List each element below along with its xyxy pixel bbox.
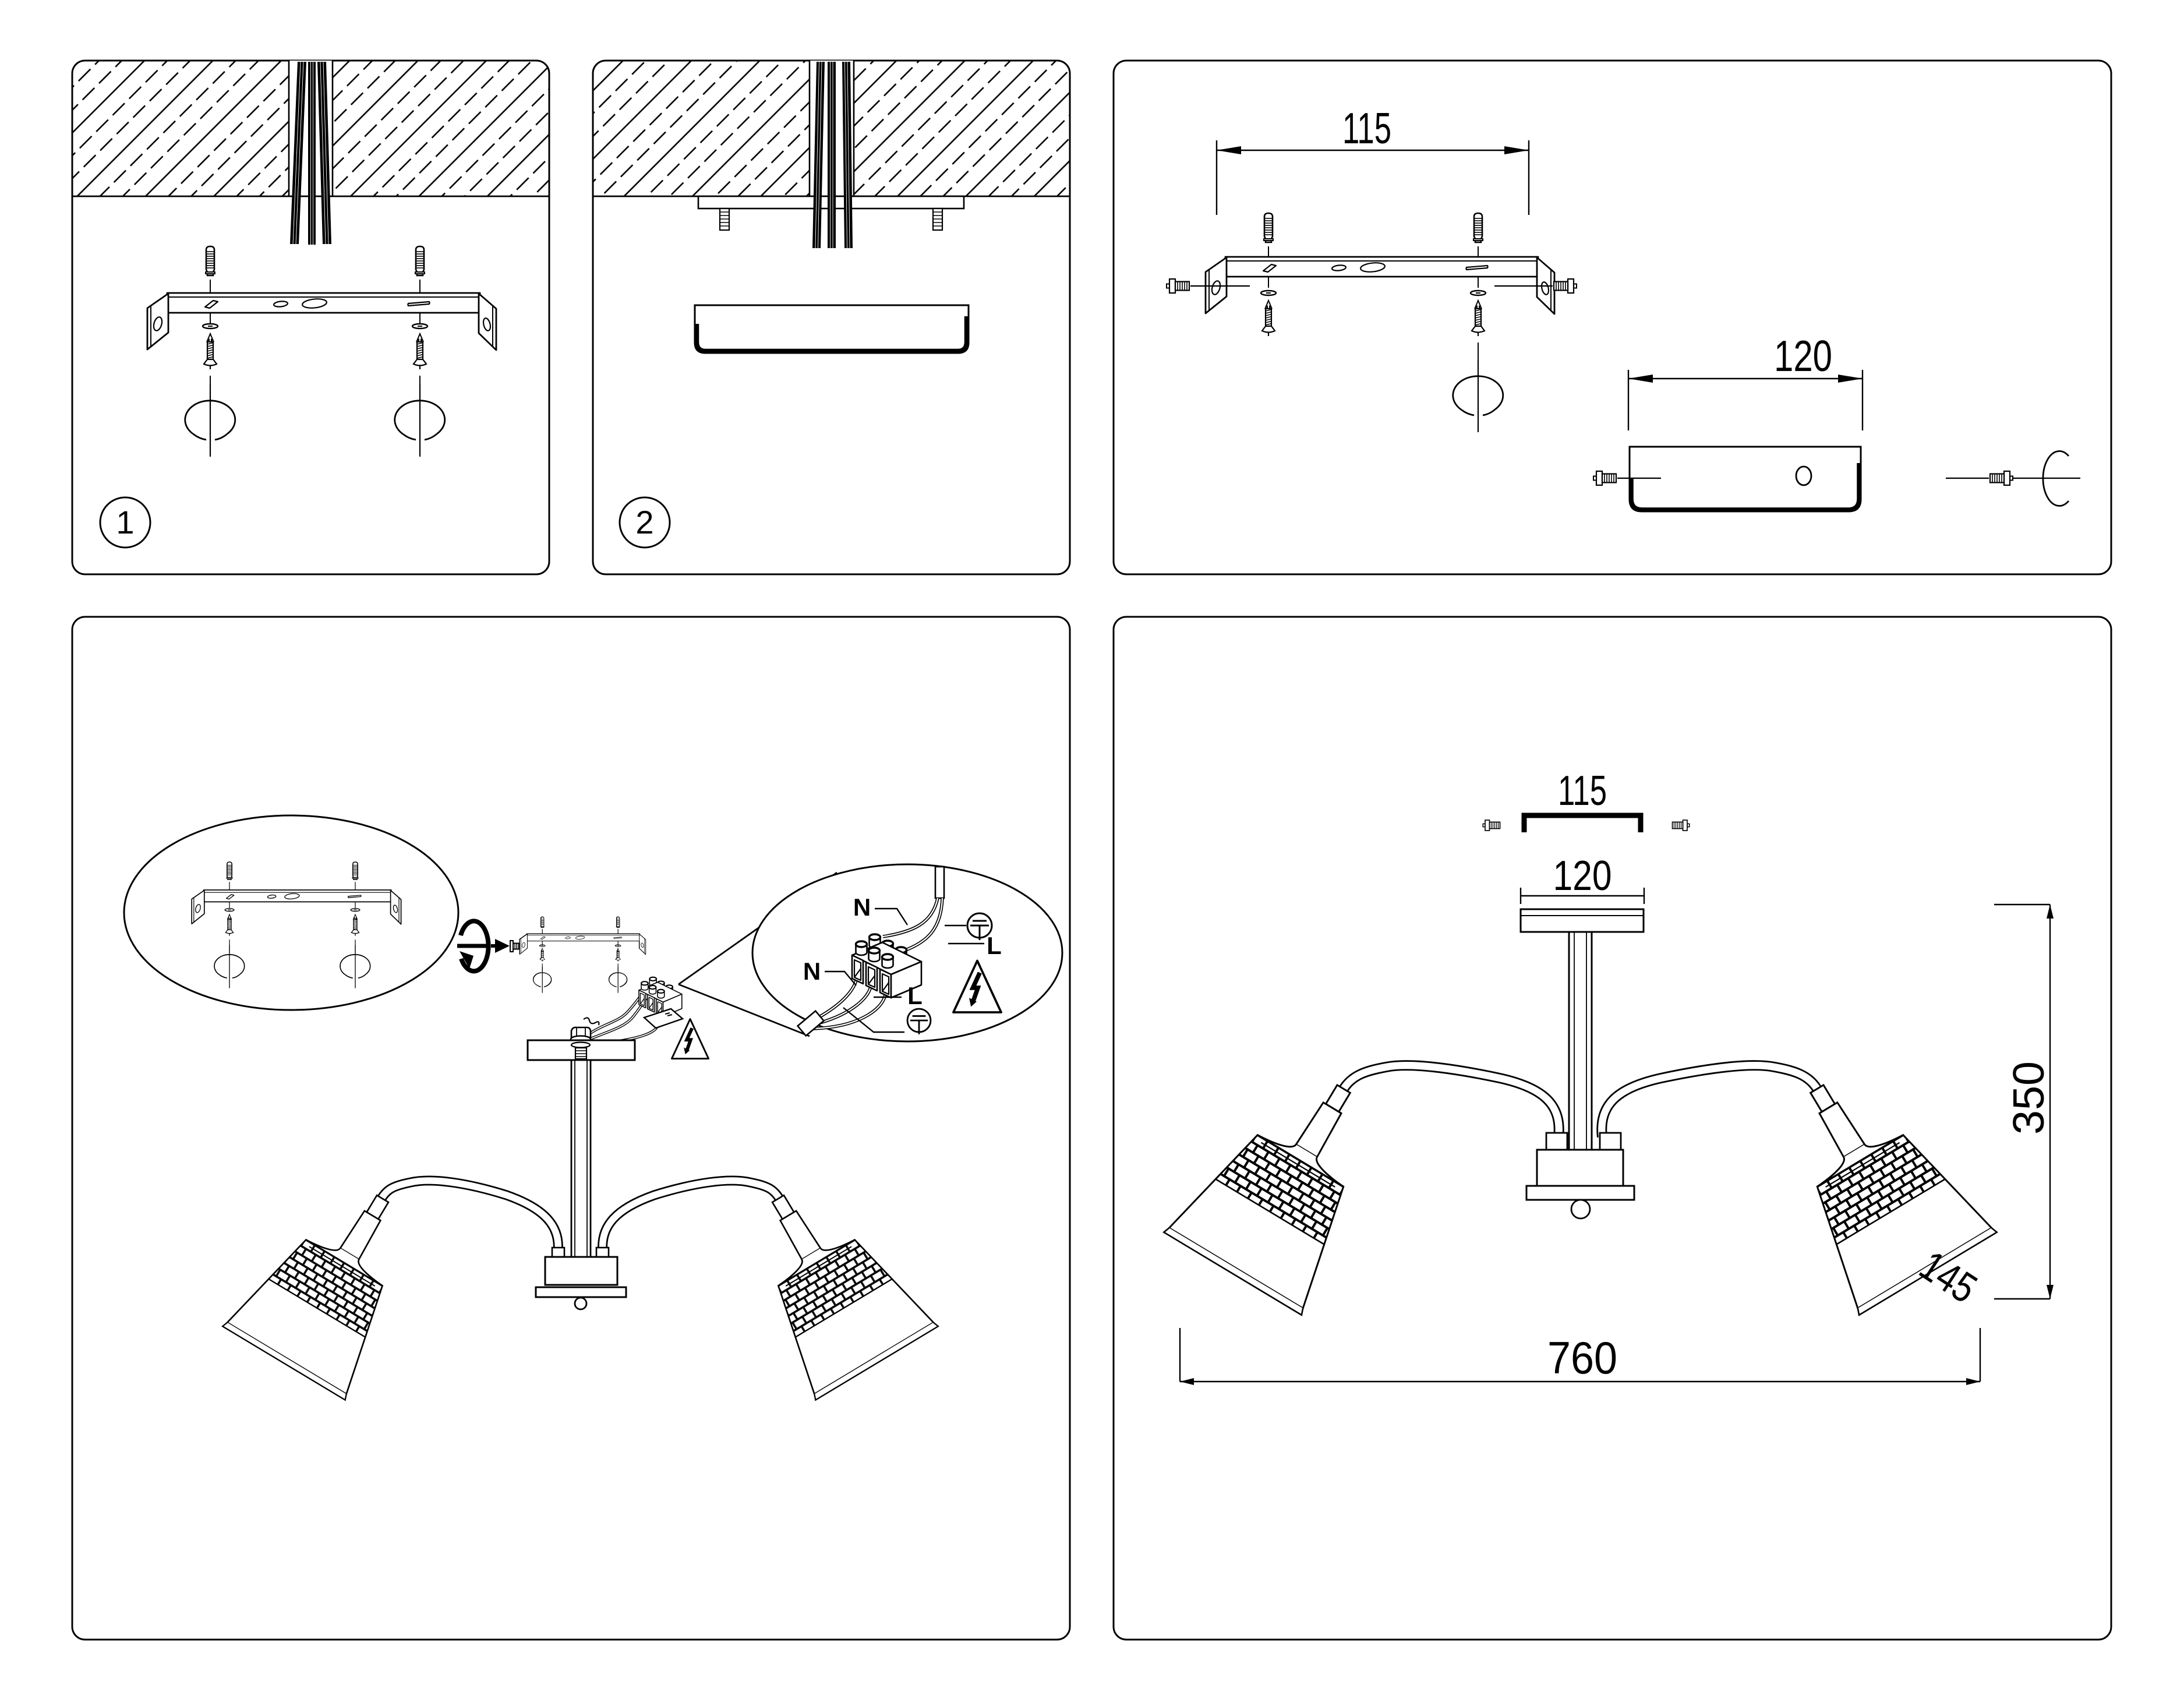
svg-text:120: 120 — [1774, 331, 1832, 380]
svg-text:760: 760 — [1547, 1332, 1617, 1383]
svg-text:120: 120 — [1553, 853, 1612, 899]
svg-text:1: 1 — [116, 504, 134, 541]
svg-text:L: L — [907, 982, 923, 1009]
svg-text:350: 350 — [2004, 1061, 2053, 1135]
svg-text:115: 115 — [1342, 104, 1391, 153]
svg-text:L: L — [987, 932, 1002, 959]
svg-text:115: 115 — [1558, 768, 1607, 814]
svg-text:2: 2 — [635, 504, 653, 541]
svg-text:N: N — [803, 958, 821, 985]
svg-text:N: N — [853, 893, 871, 921]
